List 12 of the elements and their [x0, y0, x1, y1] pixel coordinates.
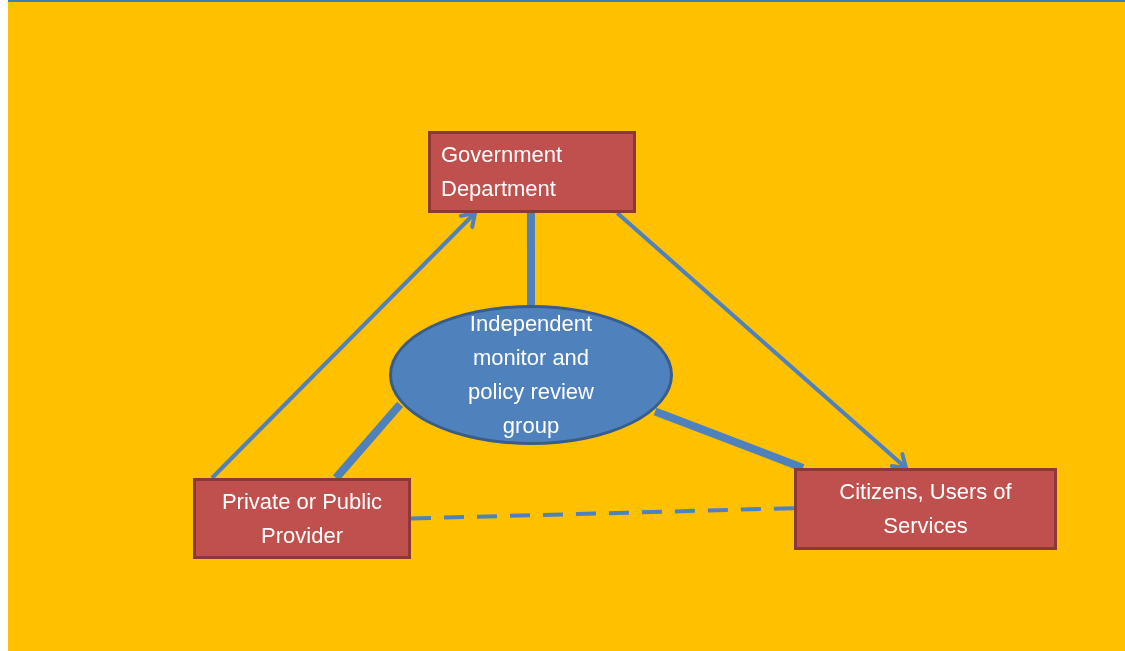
process-box	[193, 478, 411, 559]
process-box	[428, 131, 636, 213]
dashed-line	[410, 506, 795, 521]
node-label: Independent monitor and policy review group	[467, 310, 595, 440]
node-label: Private or Public Provider	[220, 487, 384, 550]
thick-line	[653, 407, 805, 472]
node-label: Government Department	[441, 141, 564, 203]
arrow	[210, 211, 477, 480]
thick-line	[526, 213, 535, 305]
node-label: Citizens, Users of Services	[838, 478, 1013, 540]
process-box	[794, 468, 1057, 550]
arrow	[615, 211, 909, 470]
